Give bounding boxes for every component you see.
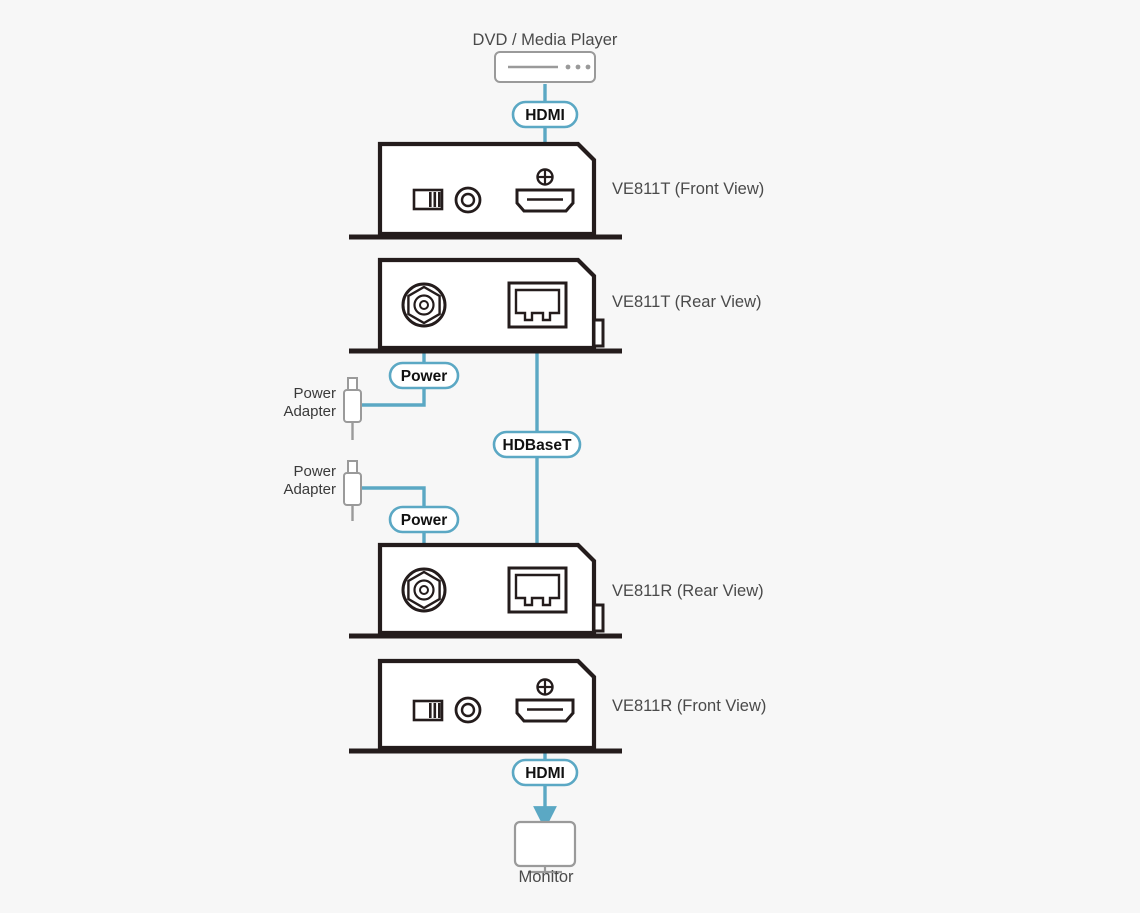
connection-label-text: HDMI xyxy=(525,765,565,782)
monitor-icon xyxy=(513,820,577,874)
device-label-ve811t-front: VE811T (Front View) xyxy=(612,180,764,198)
power-adapter-top-line1: Power xyxy=(293,385,336,402)
power-adapter-bottom: Power Adapter xyxy=(283,460,362,521)
media-player-device: DVD / Media Player xyxy=(473,31,618,83)
power-adapter-icon xyxy=(343,460,362,521)
rj45-port-icon xyxy=(507,566,568,614)
connection-label-text: Power xyxy=(401,512,448,529)
power-adapter-icon xyxy=(343,377,362,440)
connection-label-power-top: Power xyxy=(388,361,460,390)
device-label-ve811r-rear: VE811R (Rear View) xyxy=(612,582,764,600)
device-ve811r-rear: VE811R (Rear View) xyxy=(349,542,764,639)
audio-jack-icon xyxy=(454,696,482,724)
device-label-ve811r-front: VE811R (Front View) xyxy=(612,697,766,715)
cable-power-top xyxy=(357,332,426,407)
dc-power-jack-icon xyxy=(401,282,447,328)
side-tab xyxy=(592,603,605,633)
connection-label-hdbaset: HDBaseT xyxy=(492,430,582,459)
connection-label-text: HDBaseT xyxy=(503,437,572,454)
power-adapter-top-line2: Adapter xyxy=(283,403,336,420)
hdmi-port-icon xyxy=(515,188,575,213)
connection-label-power-bottom: Power xyxy=(388,505,460,534)
screw-icon xyxy=(536,168,554,186)
media-player-icon xyxy=(494,51,596,83)
power-adapter-bottom-line1: Power xyxy=(293,463,336,480)
dc-power-jack-icon xyxy=(401,567,447,613)
dip-switch-icon xyxy=(412,699,444,722)
dip-switch-icon xyxy=(412,188,444,211)
media-player-label: DVD / Media Player xyxy=(473,31,618,49)
monitor-label: Monitor xyxy=(518,868,574,886)
power-adapter-top: Power Adapter xyxy=(283,377,362,440)
device-label-ve811t-rear: VE811T (Rear View) xyxy=(612,293,761,311)
connection-label-text: HDMI xyxy=(525,107,565,124)
screw-icon xyxy=(536,678,554,696)
monitor-device: Monitor xyxy=(513,820,577,886)
hdmi-port-icon xyxy=(515,698,575,723)
audio-jack-icon xyxy=(454,186,482,214)
device-ve811r-front: VE811R (Front View) xyxy=(349,658,766,754)
connection-label-hdmi-bottom: HDMI xyxy=(511,758,579,787)
rj45-port-icon xyxy=(507,281,568,329)
power-adapter-bottom-line2: Adapter xyxy=(283,481,336,498)
side-tab xyxy=(592,318,605,348)
device-ve811t-front: VE811T (Front View) xyxy=(349,141,764,240)
device-ve811t-rear: VE811T (Rear View) xyxy=(349,257,761,354)
connection-label-hdmi-top: HDMI xyxy=(511,100,579,129)
connection-label-text: Power xyxy=(401,368,448,385)
